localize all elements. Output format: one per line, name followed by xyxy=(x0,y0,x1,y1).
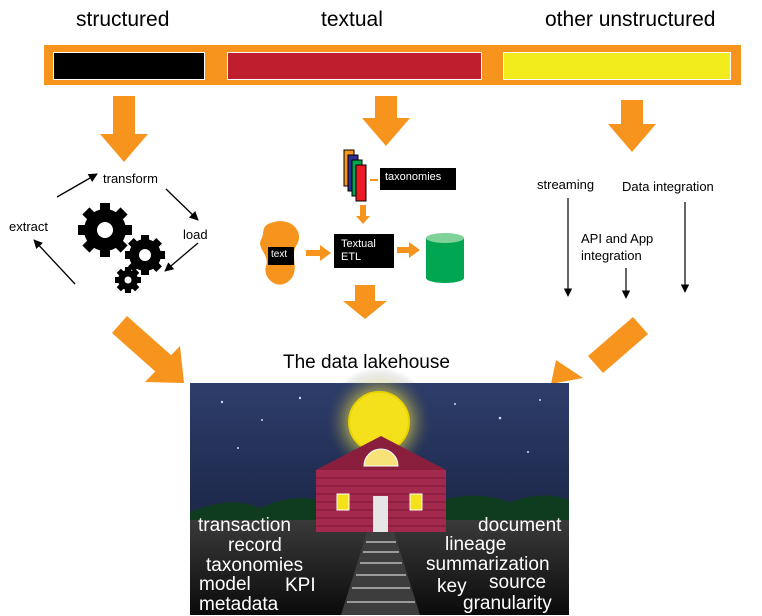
text-tag: text xyxy=(268,247,294,265)
window-left xyxy=(336,493,350,511)
database-icon xyxy=(426,233,464,283)
term-key: key xyxy=(437,576,467,597)
arrow-textual-etl-down xyxy=(343,285,387,319)
door-icon xyxy=(373,496,388,532)
term-granularity: granularity xyxy=(463,593,552,614)
label-api-integration: API and App integration xyxy=(581,230,653,264)
stars xyxy=(220,396,541,453)
window-arch xyxy=(363,448,399,467)
term-kpi: KPI xyxy=(285,575,316,596)
header-structured: structured xyxy=(76,8,170,31)
label-api-line-1: API and App xyxy=(581,231,654,246)
window-right xyxy=(409,493,423,511)
arrow-transform-load xyxy=(165,188,199,221)
arrow-etl-to-db xyxy=(397,242,420,258)
arrow-other-down xyxy=(608,100,656,152)
term-model: model xyxy=(199,574,251,595)
term-metadata: metadata xyxy=(199,594,279,615)
term-transaction: transaction xyxy=(198,515,291,536)
arrow-back-extract xyxy=(33,239,76,285)
term-document: document xyxy=(478,515,562,536)
textual-etl-line-1: Textual xyxy=(341,238,376,250)
arrow-other-to-lakehouse xyxy=(551,317,648,384)
label-api-line-2: integration xyxy=(581,248,642,263)
term-source: source xyxy=(489,572,547,593)
label-data-integration: Data integration xyxy=(622,179,714,194)
label-transform: transform xyxy=(103,171,158,186)
textual-bar xyxy=(227,52,482,80)
walkway xyxy=(341,532,420,615)
structured-bar xyxy=(53,52,205,80)
arrow-text-to-etl xyxy=(306,245,331,261)
arrow-load-gears xyxy=(164,242,199,272)
lakehouse-illustration xyxy=(190,367,569,615)
source-band xyxy=(44,45,741,85)
arrow-docs-to-etl xyxy=(356,205,370,224)
arrow-structured-to-lakehouse xyxy=(112,316,184,383)
arrow-textual-down xyxy=(362,96,410,146)
term-record: record xyxy=(228,535,282,556)
gear-icon xyxy=(78,203,165,293)
term-summarization: summarization xyxy=(426,554,550,575)
label-load: load xyxy=(183,227,208,242)
arrow-extract-transform xyxy=(56,173,98,198)
taxonomies-tag: taxonomies xyxy=(380,168,456,190)
arrow-structured-down xyxy=(100,96,148,162)
lakehouse-title: The data lakehouse xyxy=(283,352,450,373)
other-unstructured-bar xyxy=(503,52,731,80)
textual-etl-box: Textual ETL xyxy=(334,234,394,268)
textual-etl-line-2: ETL xyxy=(341,251,362,263)
label-streaming: streaming xyxy=(537,177,595,192)
header-other-unstructured: other unstructured xyxy=(545,8,716,31)
document-stack-icon xyxy=(343,149,367,202)
term-taxonomies: taxonomies xyxy=(206,555,304,576)
term-lineage: lineage xyxy=(445,534,507,555)
label-extract: extract xyxy=(9,219,49,234)
header-textual: textual xyxy=(321,8,383,31)
